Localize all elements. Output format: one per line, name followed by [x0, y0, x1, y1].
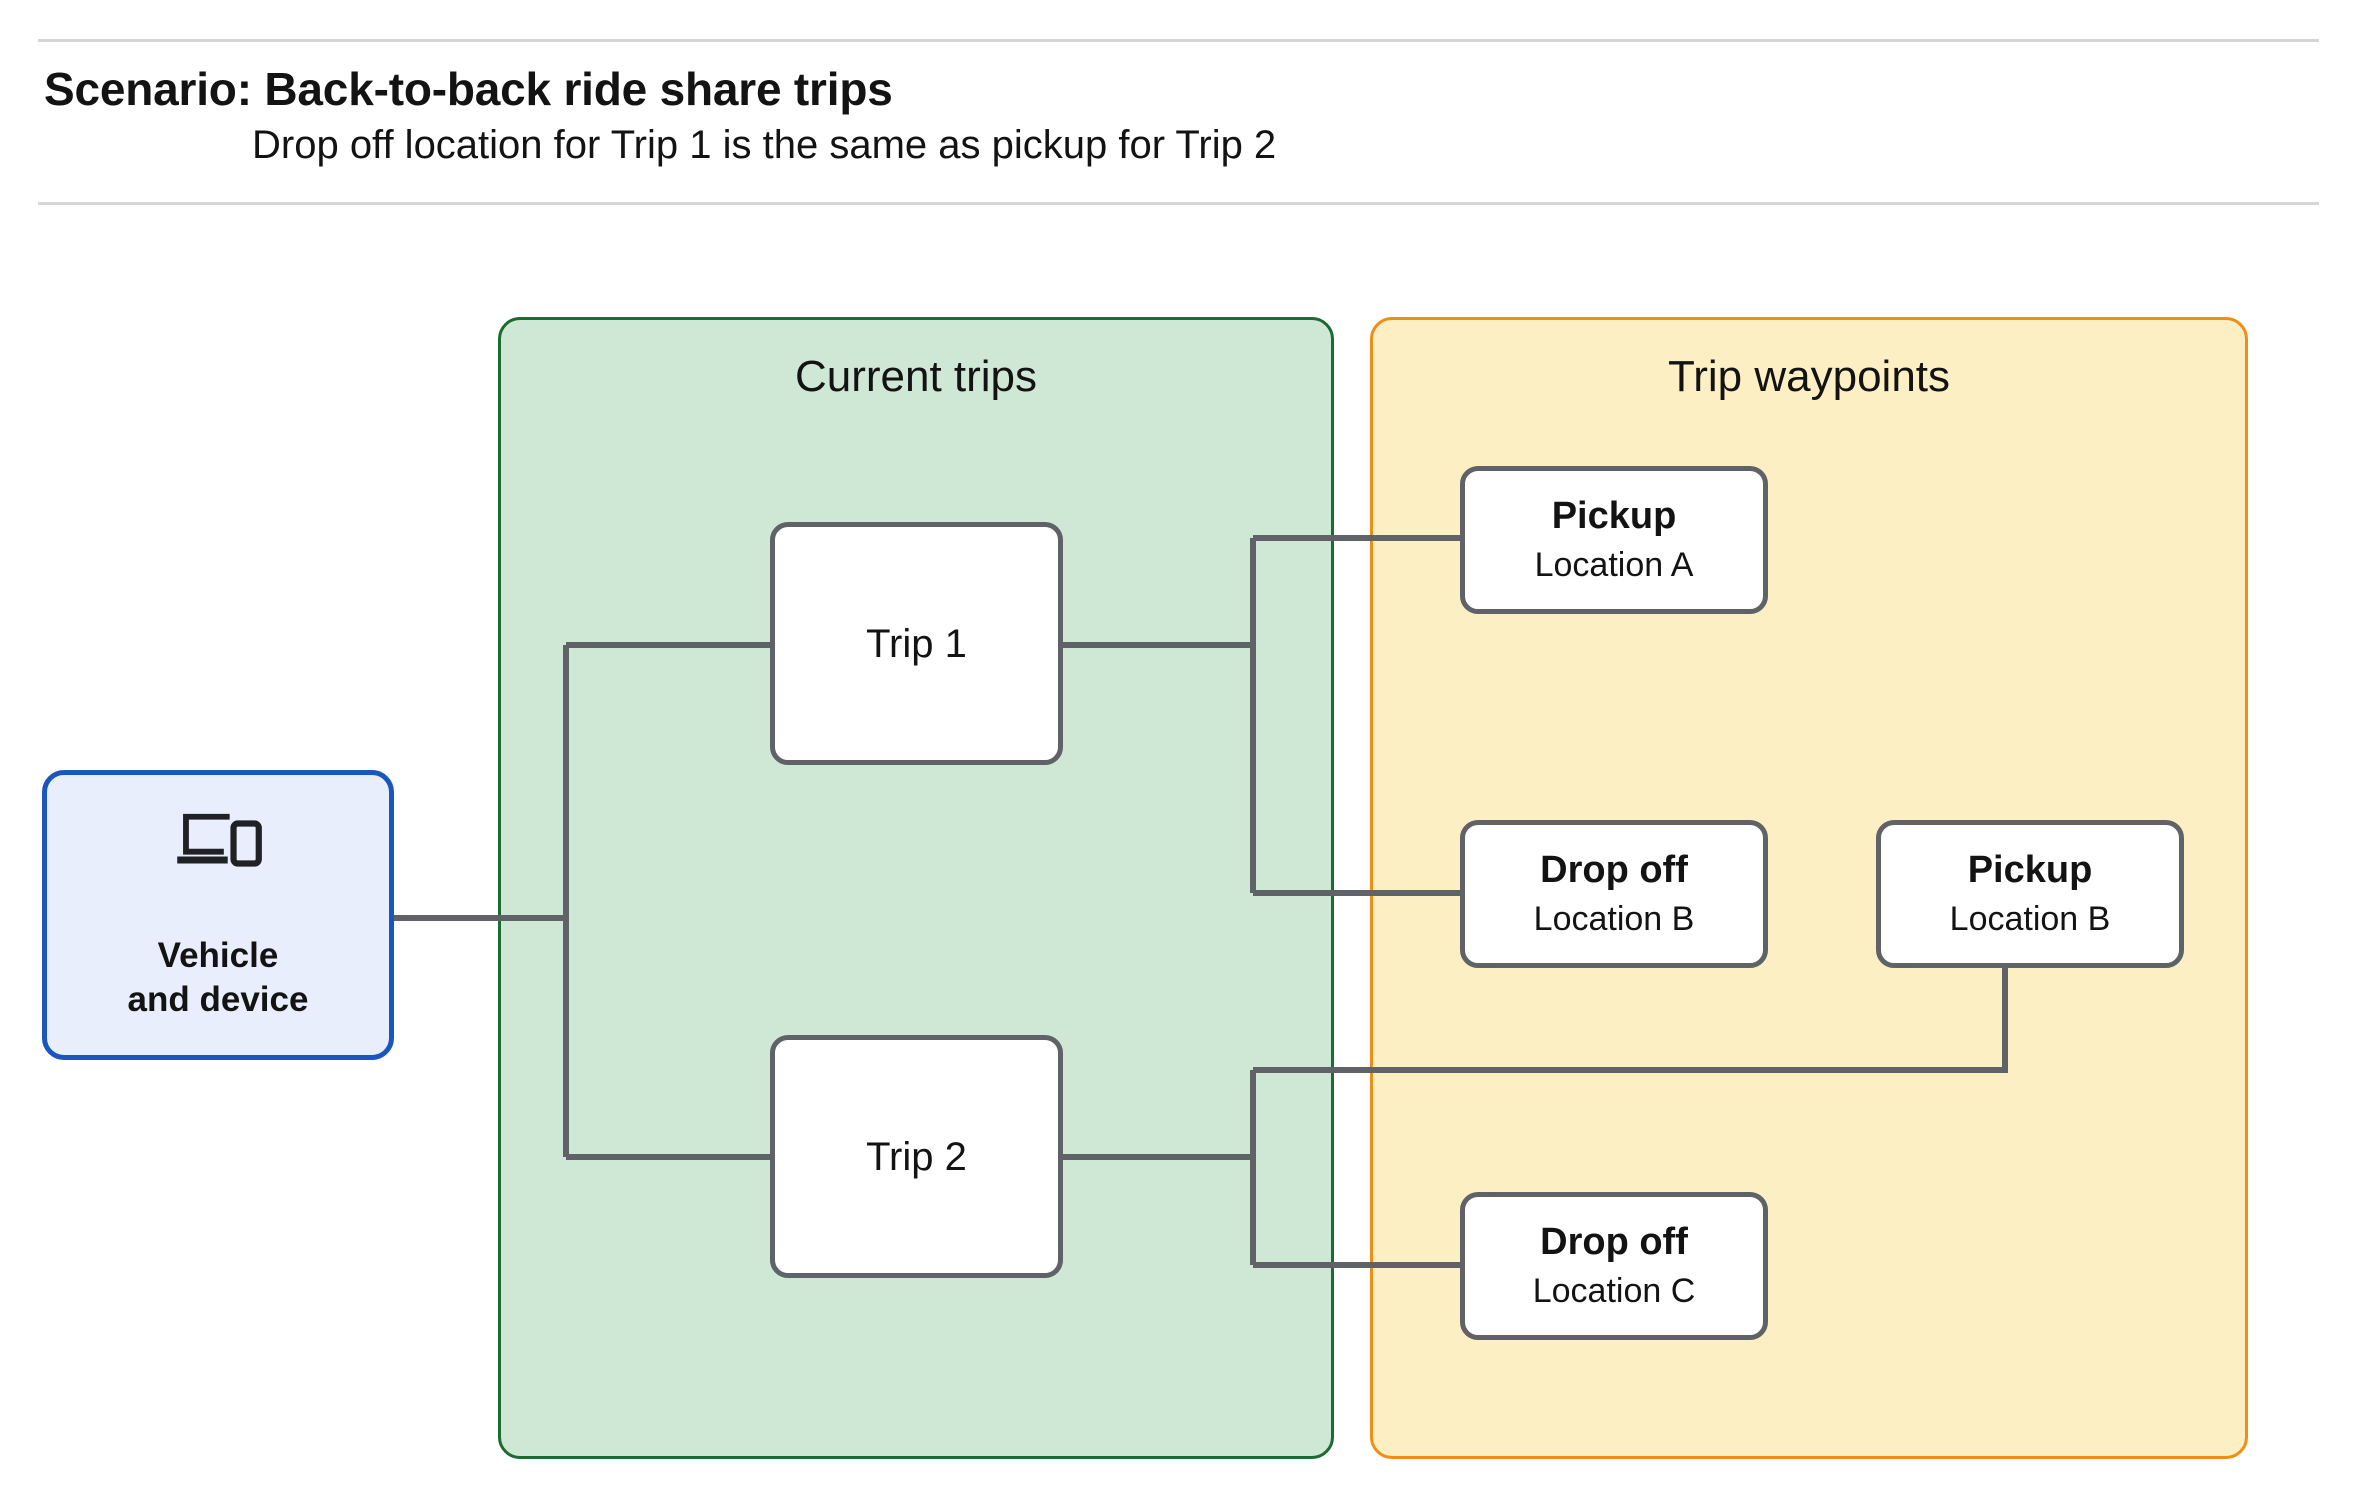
page-subtitle: Drop off location for Trip 1 is the same…: [252, 123, 1277, 167]
node-trip-2-label: Trip 2: [866, 1134, 967, 1179]
node-vehicle-label: Vehicle and device: [128, 934, 309, 1022]
waypoint-type: Drop off: [1540, 848, 1688, 891]
waypoint-location: Location B: [1949, 899, 2111, 938]
waypoint-location: Location B: [1533, 899, 1695, 938]
waypoint-location: Location A: [1534, 545, 1694, 584]
waypoint-type: Drop off: [1540, 1220, 1688, 1263]
node-waypoint-pickup-b[interactable]: Pickup Location B: [1876, 820, 2184, 968]
waypoint-location: Location C: [1532, 1271, 1696, 1310]
waypoint-type: Pickup: [1551, 494, 1677, 537]
group-current-trips: Current trips: [498, 317, 1334, 1459]
node-trip-1[interactable]: Trip 1: [770, 522, 1063, 765]
node-waypoint-dropoff-c[interactable]: Drop off Location C: [1460, 1192, 1768, 1340]
header-divider-top: [38, 39, 2319, 42]
node-vehicle-label-line1: Vehicle: [157, 936, 279, 976]
page-title: Scenario: Back-to-back ride share trips: [44, 63, 893, 115]
devices-icon: [177, 814, 262, 867]
group-current-trips-title: Current trips: [794, 352, 1038, 401]
node-vehicle-and-device[interactable]: Vehicle and device: [42, 770, 394, 1060]
node-waypoint-pickup-a[interactable]: Pickup Location A: [1460, 466, 1768, 614]
waypoint-type: Pickup: [1967, 848, 2093, 891]
node-trip-1-label: Trip 1: [866, 621, 967, 666]
group-trip-waypoints-title: Trip waypoints: [1667, 352, 1951, 401]
node-vehicle-label-line2: and device: [127, 980, 309, 1019]
header-divider-bottom: [38, 202, 2319, 205]
node-waypoint-dropoff-b[interactable]: Drop off Location B: [1460, 820, 1768, 968]
node-trip-2[interactable]: Trip 2: [770, 1035, 1063, 1278]
